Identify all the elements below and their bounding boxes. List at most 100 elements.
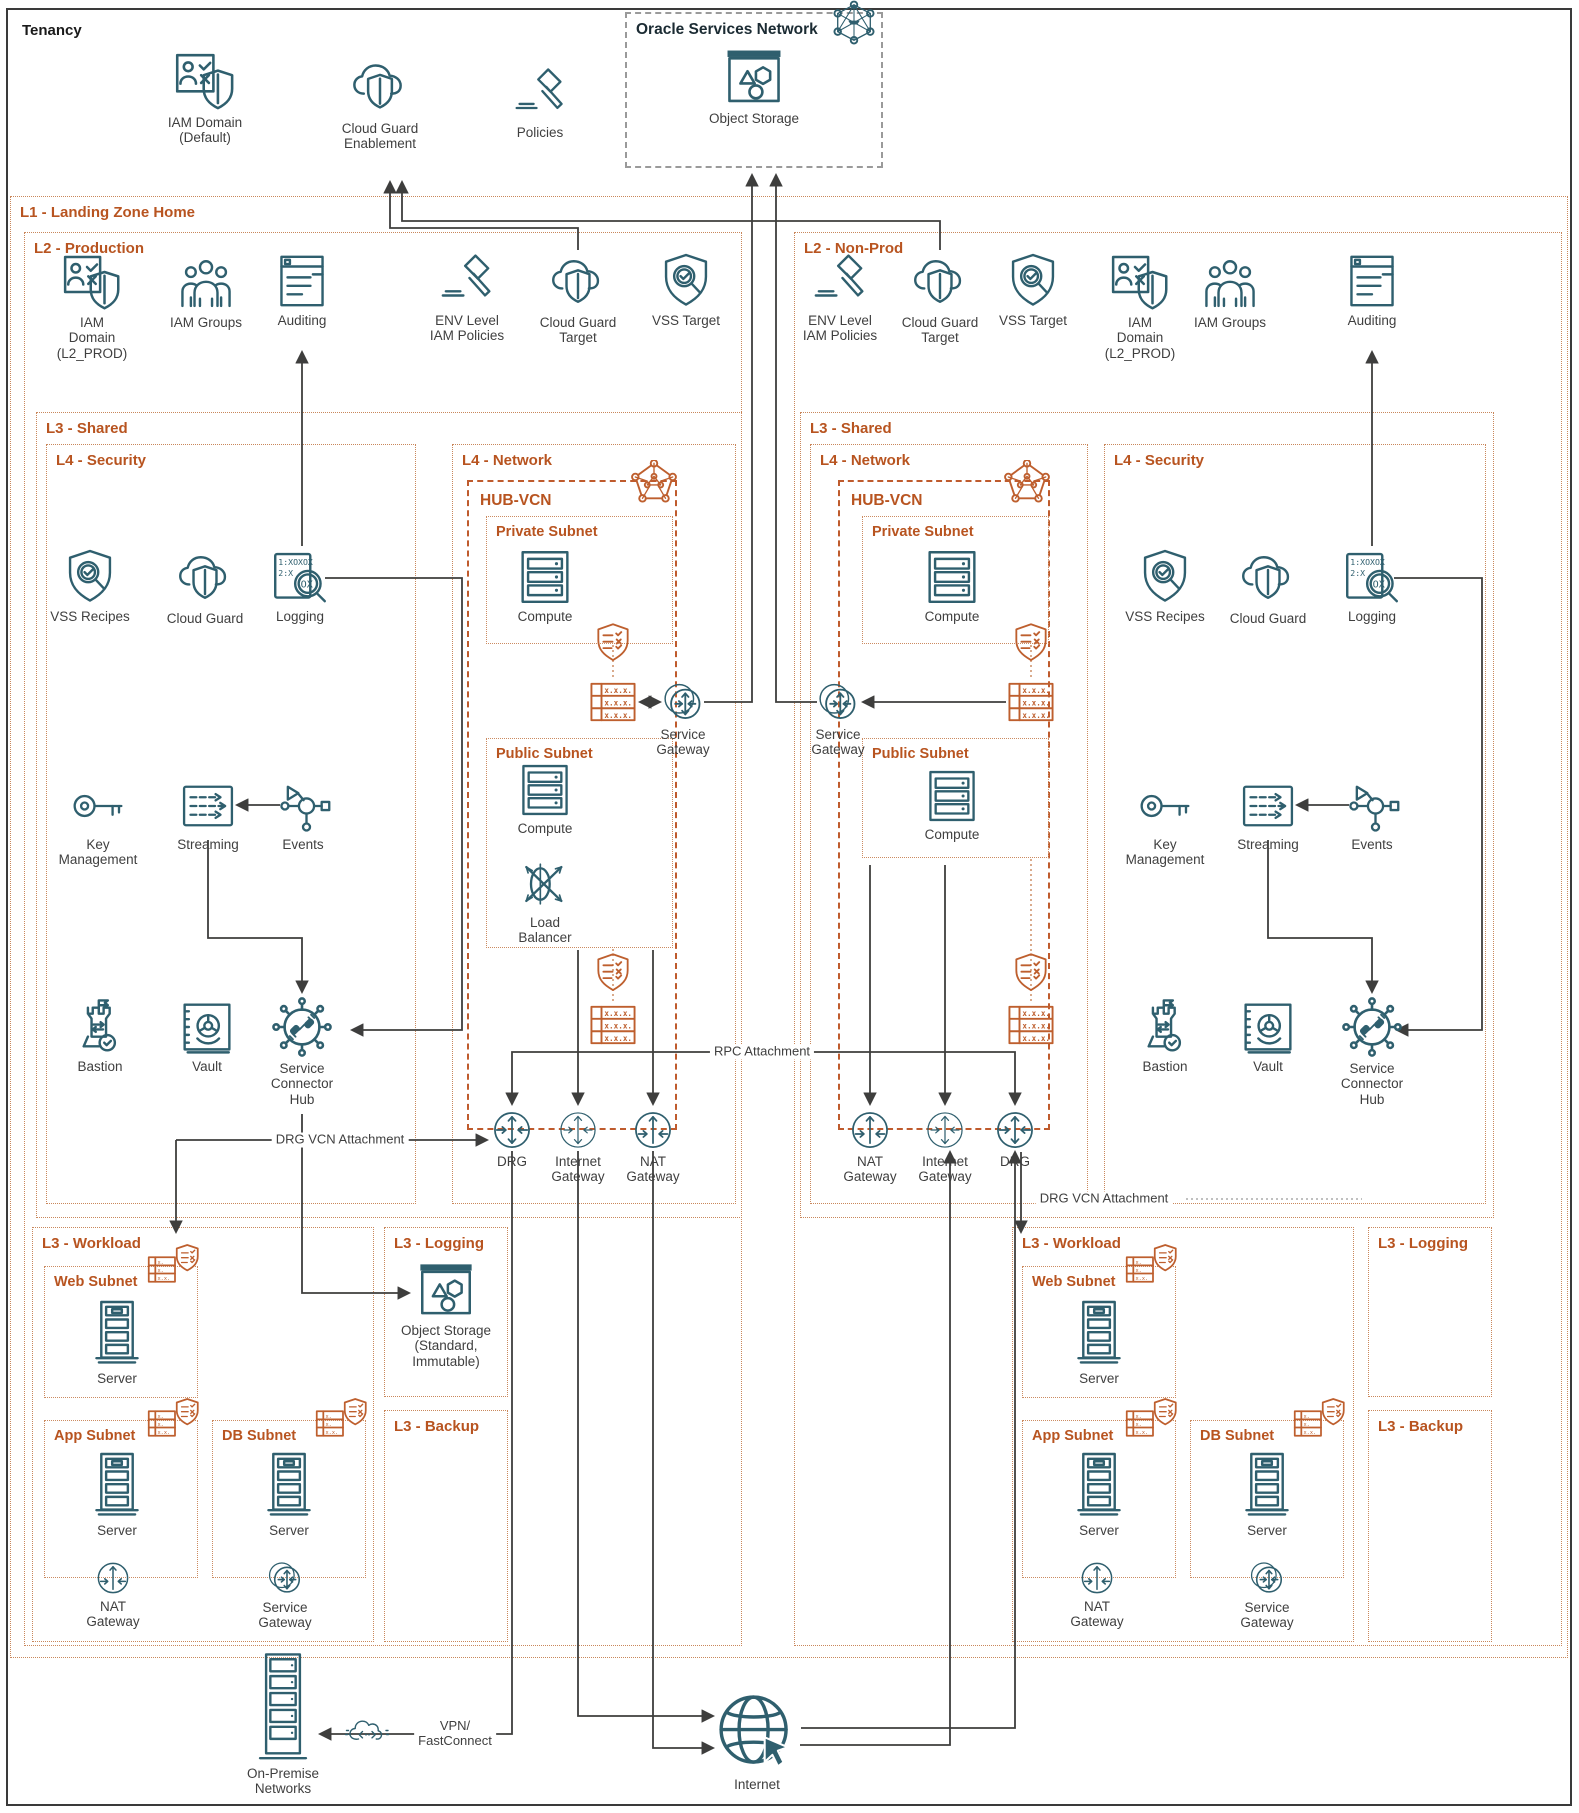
- app-subnet-right-badge: x.x.x.x.: [1125, 1397, 1181, 1443]
- public-subnet-left-label: Public Subnet: [496, 746, 593, 762]
- db-subnet-right-label: DB Subnet: [1200, 1428, 1275, 1444]
- svg-text:x.: x.: [326, 1414, 332, 1420]
- server-web-right: Server: [1024, 1300, 1174, 1386]
- shield-list-icon: [1015, 623, 1047, 661]
- compartment-l3-logging-left-label: L3 - Logging: [394, 1235, 484, 1252]
- server-web-left-label: Server: [97, 1371, 137, 1386]
- cloud-guard-target-left: Cloud Guard Target: [503, 254, 653, 346]
- service-gateway-workload-right: Service Gateway: [1192, 1559, 1342, 1631]
- key-management-left-label: Key Management: [58, 837, 138, 868]
- svg-text:x.x.: x.x.: [158, 1430, 171, 1436]
- route-table-icon: x.x.x.x.x.x.x.x.x.: [590, 682, 636, 722]
- service-gateway-right: Service Gateway: [763, 680, 913, 758]
- streaming-icon: [182, 785, 234, 827]
- service-connector-hub-left: Service Connector Hub: [227, 996, 377, 1107]
- vault-left-label: Vault: [192, 1059, 222, 1074]
- hub-vcn-right-label: HUB-VCN: [851, 492, 923, 509]
- svg-text:x.x.: x.x.: [1136, 1430, 1149, 1436]
- env-level-iam-policies-right: ENV Level IAM Policies: [765, 252, 915, 344]
- private-subnet-left-label: Private Subnet: [496, 524, 598, 540]
- policies: Policies: [465, 66, 615, 140]
- drg-vcn-attachment-label-left: DRG VCN Attachment: [271, 1132, 409, 1148]
- server-icon: [95, 1452, 139, 1516]
- public-subnet-right: Public Subnet: [862, 738, 1049, 858]
- vpn-fastconnect-icon-node: [293, 1710, 443, 1758]
- nat-gateway-workload-left-label: NAT Gateway: [86, 1599, 140, 1630]
- iam-groups-right: IAM Groups: [1155, 254, 1305, 330]
- server-db-right-label: Server: [1247, 1523, 1287, 1538]
- logging-right-label: Logging: [1347, 609, 1397, 624]
- route-table-upper-right: x.x.x.x.x.x.x.x.x.: [956, 679, 1106, 725]
- natgw-icon: [97, 1562, 129, 1594]
- auditing-left: Auditing: [227, 252, 377, 328]
- iam-domain-icon: [1111, 255, 1168, 310]
- vss-target-left-label: VSS Target: [651, 313, 721, 328]
- object-storage-osn-label: Object Storage: [708, 111, 800, 126]
- shield-list-icon: [1015, 953, 1047, 991]
- svg-text:x.x.x.: x.x.x.: [604, 711, 632, 720]
- drg-vcn-attachment-label-right: DRG VCN Attachment: [1035, 1191, 1173, 1207]
- tenancy-label: Tenancy: [22, 22, 82, 39]
- users-icon: [1205, 260, 1255, 308]
- vss-recipes-right: VSS Recipes: [1090, 548, 1240, 624]
- iam-domain-l2-prod-left-label: IAM Domain (L2_PROD): [56, 315, 128, 361]
- streaming-left-label: Streaming: [177, 837, 239, 852]
- vcn-pentagon-icon: [631, 460, 677, 503]
- cloud-guard-target-left-label: Cloud Guard Target: [539, 315, 617, 346]
- services-network-mesh-icon: [833, 0, 875, 45]
- vpn-cloud-icon: [344, 1720, 392, 1740]
- drg-right: DRG: [940, 1109, 1090, 1169]
- nat-gateway-workload-left: NAT Gateway: [38, 1560, 188, 1630]
- svcgw-icon: [268, 1562, 301, 1593]
- compartment-l3-shared-left-label: L3 - Shared: [46, 420, 128, 437]
- bastion-icon: [1147, 999, 1182, 1052]
- server-icon: [1077, 1300, 1121, 1364]
- compute-public-left-label: Compute: [517, 821, 573, 836]
- osn-box: Oracle Services Network: [625, 0, 883, 168]
- svcgw-icon: [1250, 1562, 1283, 1593]
- iam-groups-right-label: IAM Groups: [1193, 315, 1267, 330]
- onprem-icon: [258, 1653, 308, 1760]
- sch-icon: [272, 997, 332, 1057]
- service-gateway-workload-left-label: Service Gateway: [258, 1600, 312, 1631]
- hub-vcn-left-label: HUB-VCN: [480, 492, 552, 509]
- nat-gateway-workload-right: NAT Gateway: [1022, 1560, 1172, 1630]
- osn-box-label: Oracle Services Network: [636, 21, 818, 38]
- svg-text:x.x.x.: x.x.x.: [1022, 698, 1050, 707]
- osn-box-corner: [831, 0, 877, 46]
- natgw-icon: [852, 1112, 888, 1148]
- events-left-label: Events: [282, 837, 324, 852]
- svg-text:x.x.x.: x.x.x.: [604, 1009, 632, 1018]
- auditing-right-label: Auditing: [1347, 313, 1397, 328]
- vault-icon: [183, 1003, 231, 1054]
- svg-text:x.x.x.: x.x.x.: [1022, 711, 1050, 720]
- app-subnet-left-label: App Subnet: [54, 1428, 136, 1444]
- compartment-l3-logging-right-label: L3 - Logging: [1378, 1235, 1468, 1252]
- compute-icon: [521, 551, 569, 603]
- server-db-left-label: Server: [269, 1523, 309, 1538]
- key-icon: [1140, 794, 1190, 818]
- vpn-fastconnect-label: VPN/ FastConnect: [414, 1718, 496, 1749]
- db-subnet-left-badge: x.x.x.x.: [315, 1397, 371, 1443]
- bastion-left-label: Bastion: [77, 1059, 123, 1074]
- nat-gateway-right: NAT Gateway: [795, 1109, 945, 1185]
- security-list-lower-left: [538, 952, 688, 996]
- bastion-right-label: Bastion: [1142, 1059, 1188, 1074]
- svg-text:x.: x.: [158, 1268, 164, 1274]
- auditing-icon: [1350, 255, 1394, 307]
- private-subnet-right: Private Subnet: [862, 516, 1049, 644]
- cloud-shield-icon: [179, 556, 227, 599]
- nat-gateway-right-label: NAT Gateway: [843, 1154, 897, 1185]
- auditing-icon: [280, 255, 324, 307]
- auditing-left-label: Auditing: [277, 313, 327, 328]
- svg-text:OX: OX: [301, 579, 313, 590]
- compute-private-right: Compute: [877, 548, 1027, 624]
- on-premise-networks: On-Premise Networks: [208, 1652, 358, 1797]
- cloud-guard-target-right: Cloud Guard Target: [865, 254, 1015, 346]
- streaming-right: Streaming: [1193, 778, 1343, 852]
- compute-private-right-label: Compute: [924, 609, 980, 624]
- db-subnet-left-label: DB Subnet: [222, 1428, 297, 1444]
